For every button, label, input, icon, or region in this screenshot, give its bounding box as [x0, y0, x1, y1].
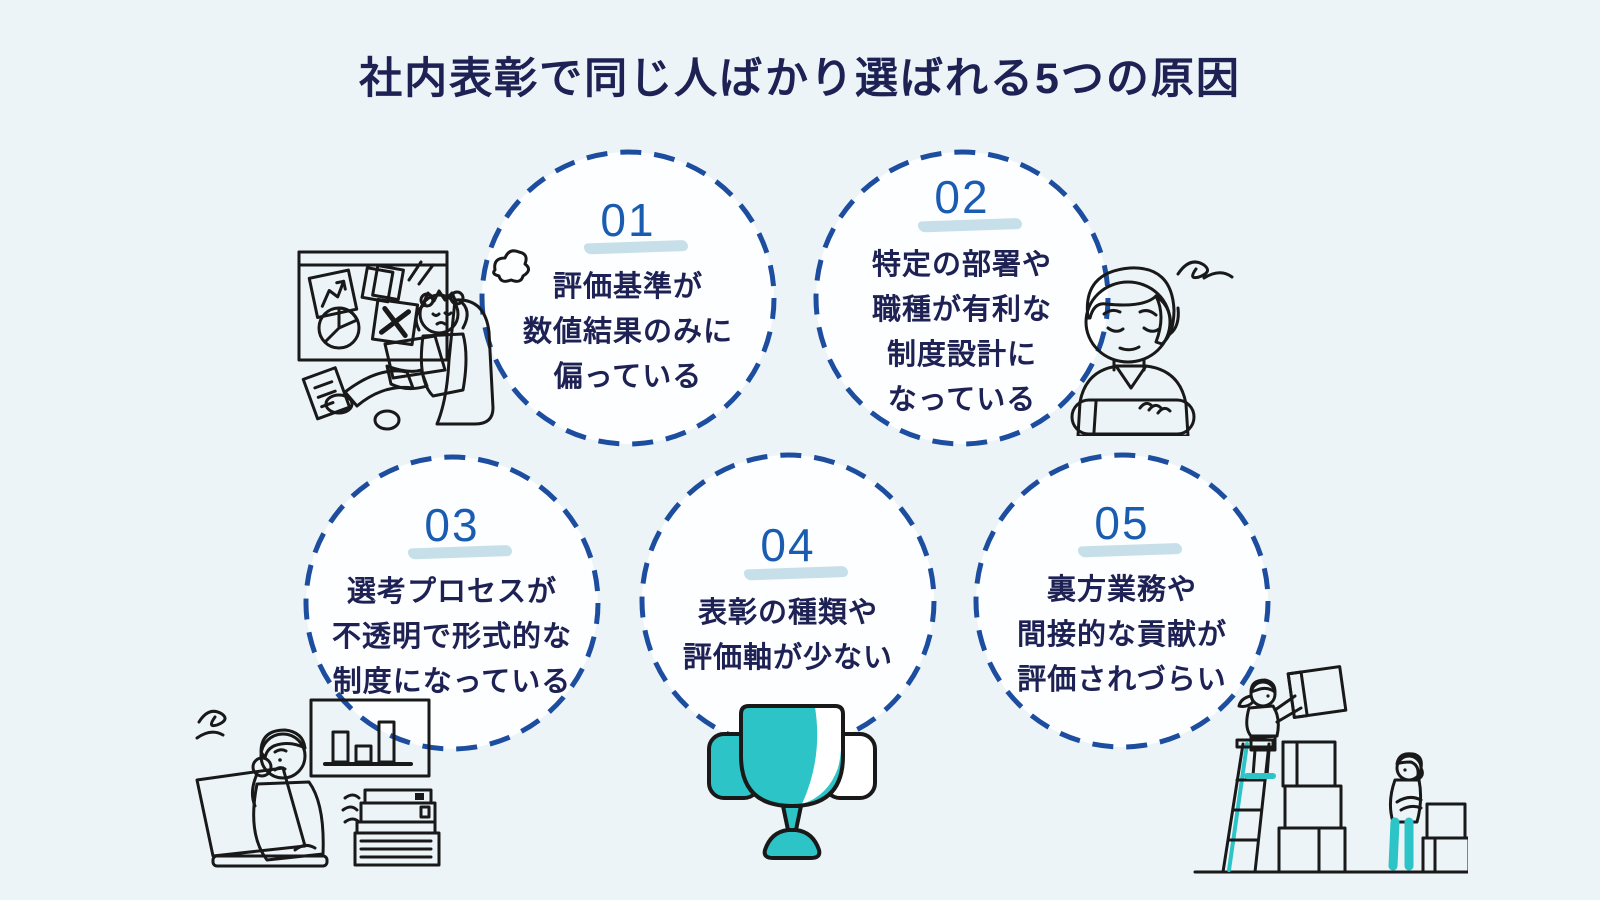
cause-text: 選考プロセスが 不透明で形式的な 制度になっている	[331, 576, 572, 699]
cause-number: 01	[600, 193, 656, 246]
cause-circle-01: 01 評価基準が 数値結果のみに 偏っている	[478, 148, 778, 448]
trophy-illustration	[707, 704, 877, 860]
cause-number: 02	[934, 171, 990, 224]
cause-number: 05	[1094, 496, 1150, 549]
cause-circle-05: 05 裏方業務や 間接的な貢献が 評価されづらい	[972, 451, 1272, 751]
frustrated-worker-at-whiteboard-illustration	[297, 249, 530, 431]
cause-circle-02: 02 特定の部署や 職種が有利な 制度設計に なっている	[812, 148, 1112, 448]
dashed-circle-border	[639, 452, 937, 750]
dashed-circle-border	[813, 149, 1111, 447]
cause-text: 評価基準が 数値結果のみに 偏っている	[522, 271, 733, 394]
cause-text: 特定の部署や 職種が有利な 制度設計に なっている	[871, 248, 1052, 416]
cause-circle-03: 03 選考プロセスが 不透明で形式的な 制度になっている	[302, 453, 602, 753]
thinking-worker-at-laptop-illustration	[195, 698, 441, 868]
dashed-circle-border	[973, 452, 1271, 750]
workers-stacking-boxes-illustration	[1193, 665, 1468, 874]
cause-number: 03	[424, 498, 480, 551]
cause-text: 裏方業務や 間接的な貢献が 評価されづらい	[1016, 574, 1227, 697]
cause-text: 表彰の種類や 評価軸が少ない	[682, 596, 893, 674]
worried-person-arms-crossed-illustration	[1070, 260, 1234, 436]
cause-circle-04: 04 表彰の種類や 評価軸が少ない	[638, 451, 938, 751]
dashed-circle-border	[303, 454, 601, 752]
cause-number: 04	[760, 519, 816, 572]
dashed-circle-border	[479, 149, 777, 447]
page-title: 社内表彰で同じ人ばかり選ばれる5つの原因	[359, 55, 1241, 103]
